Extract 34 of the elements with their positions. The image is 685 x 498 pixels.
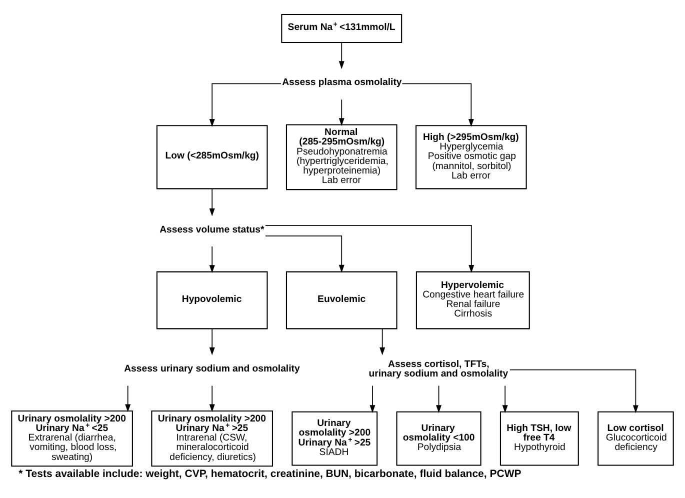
arrow <box>265 224 474 272</box>
node-box: Urinary osmolality >200 Urinary Na$^{+}$ <25 Extrarenal (diarrhea, vomiting, blood loss, sweating) <box>11 410 133 466</box>
node-text: Assess urinary sodium and osmolality <box>124 362 300 374</box>
node-box: High (>295mOsm/kg) Hyperglycemia Positive osmotic gap (mannitol, sorbitol) Lab error <box>416 124 527 189</box>
arrow <box>209 328 215 355</box>
arrow <box>209 188 215 216</box>
arrow <box>209 82 282 126</box>
arrow <box>338 42 344 69</box>
arrow <box>209 384 215 412</box>
arrow <box>436 384 442 412</box>
node-box: Low (<285mOsm/kg) <box>156 124 268 189</box>
caption: * Tests available include: weight, CVP, hematocrit, creatinine, BUN, bicarbonate, fluid balance, PCWP <box>18 468 522 480</box>
arrow <box>380 328 386 355</box>
arrow <box>402 82 474 126</box>
node-text: Assess volume status* <box>160 224 264 235</box>
node-box: Low cortisol Glucocorticoid deficiency <box>598 410 674 466</box>
arrow <box>509 368 638 413</box>
arrow <box>338 98 344 126</box>
node-box: Urinary osmolality >200 Urinary Na$^{+}$ >25 Intrarenal (CSW, mineralocorticoid deficiency, diuretics) <box>151 410 273 466</box>
node-text: Assess cortisol, TFTs, urinary sodium and osmolality <box>368 358 508 380</box>
node-box: Hypervolemic Congestive heart failure Renal failure Cirrhosis <box>416 270 530 329</box>
node-box: High TSH, low free T4 Hypothyroid <box>500 410 579 466</box>
arrow <box>209 246 215 272</box>
arrow <box>502 384 508 412</box>
node-text: Assess plasma osmolality <box>282 76 402 88</box>
arrow <box>265 235 344 272</box>
node-box: Urinary osmolality <100 Polydipsia <box>396 410 482 466</box>
node-box: Euvolemic <box>286 270 398 329</box>
node-box: Urinary osmolality >200 Urinary Na$^{+}$ >25 SIADH <box>292 410 378 466</box>
node-box: Serum Na$^{+}$ <131mmol/L <box>281 13 402 43</box>
arrow <box>370 384 376 412</box>
arrow <box>125 384 131 412</box>
node-box: Normal (285-295mOsm/kg) Pseudohyponatremia (hypertriglyceridemia, hyperproteinemia) Lab error <box>286 124 398 190</box>
node-box: Hypovolemic <box>156 270 268 329</box>
